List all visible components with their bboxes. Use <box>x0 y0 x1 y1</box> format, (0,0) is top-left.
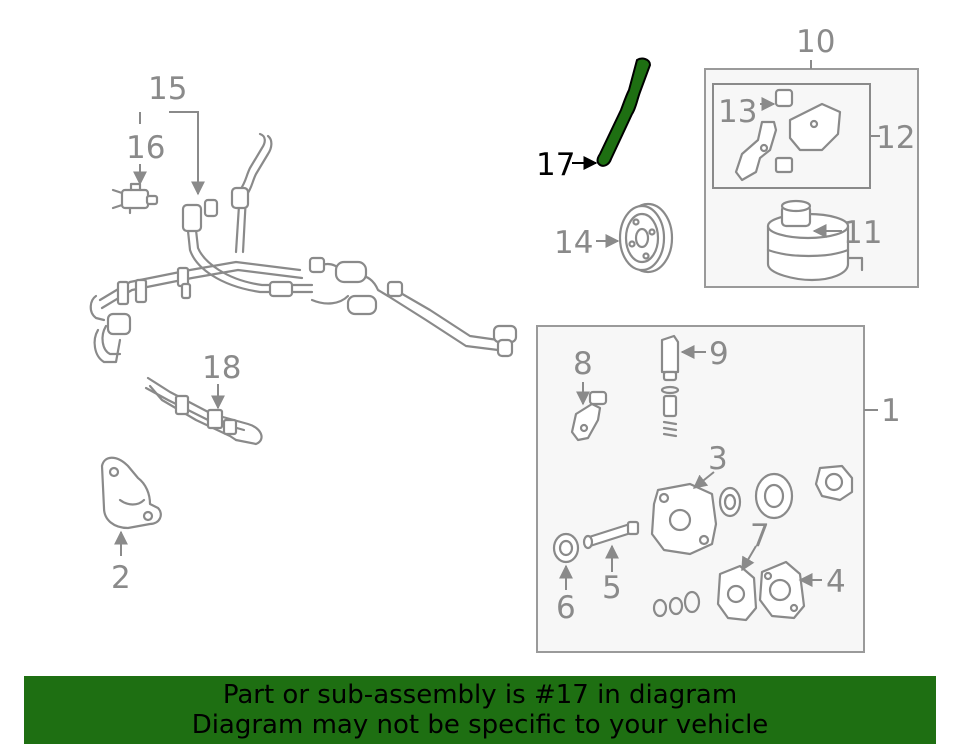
reservoir-part-11 <box>766 199 864 282</box>
bracket-set-part-12 <box>734 88 842 182</box>
callout-2: 2 <box>111 560 131 596</box>
callout-18: 18 <box>202 350 241 386</box>
pump-housing-part-3 <box>650 464 854 556</box>
callout-5: 5 <box>602 570 622 606</box>
gasket-part-7 <box>652 564 758 622</box>
shaft-part-5 <box>582 520 640 550</box>
pulley-part-14 <box>618 202 674 274</box>
callout-12: 12 <box>876 120 915 156</box>
callout-8: 8 <box>573 346 593 382</box>
callout-14: 14 <box>554 225 593 261</box>
callout-9: 9 <box>709 336 729 372</box>
seal-part-6 <box>552 532 580 564</box>
bracket-part-2 <box>100 456 162 530</box>
callout-10: 10 <box>796 24 835 60</box>
callout-1: 1 <box>881 393 901 429</box>
flow-control-valve-part-9 <box>660 334 680 438</box>
callout-3: 3 <box>708 441 728 477</box>
cover-part-4 <box>758 560 806 620</box>
callout-numbers: 1 2 3 4 5 6 7 8 9 10 11 12 13 14 15 16 1… <box>111 24 915 626</box>
callout-17-highlighted: 17 <box>536 147 575 183</box>
callout-4: 4 <box>826 564 846 600</box>
pressure-switch-part-16 <box>111 182 159 215</box>
banner-line-2: Diagram may not be specific to your vehi… <box>191 710 769 740</box>
cooler-line-part-18 <box>144 376 263 446</box>
pressure-hose-assembly-part-15 <box>89 132 518 364</box>
info-banner: Part or sub-assembly is #17 in diagram D… <box>24 676 936 744</box>
callout-11: 11 <box>843 215 882 251</box>
hose-part-17-highlighted[interactable] <box>596 57 651 167</box>
callout-6: 6 <box>556 590 576 626</box>
union-fitting-part-8 <box>570 390 608 442</box>
callout-13: 13 <box>718 94 757 130</box>
leader-lines <box>114 97 842 590</box>
callout-16: 16 <box>126 130 165 166</box>
callout-7: 7 <box>750 518 770 554</box>
callout-15: 15 <box>148 71 187 107</box>
banner-line-1: Part or sub-assembly is #17 in diagram <box>222 680 738 710</box>
